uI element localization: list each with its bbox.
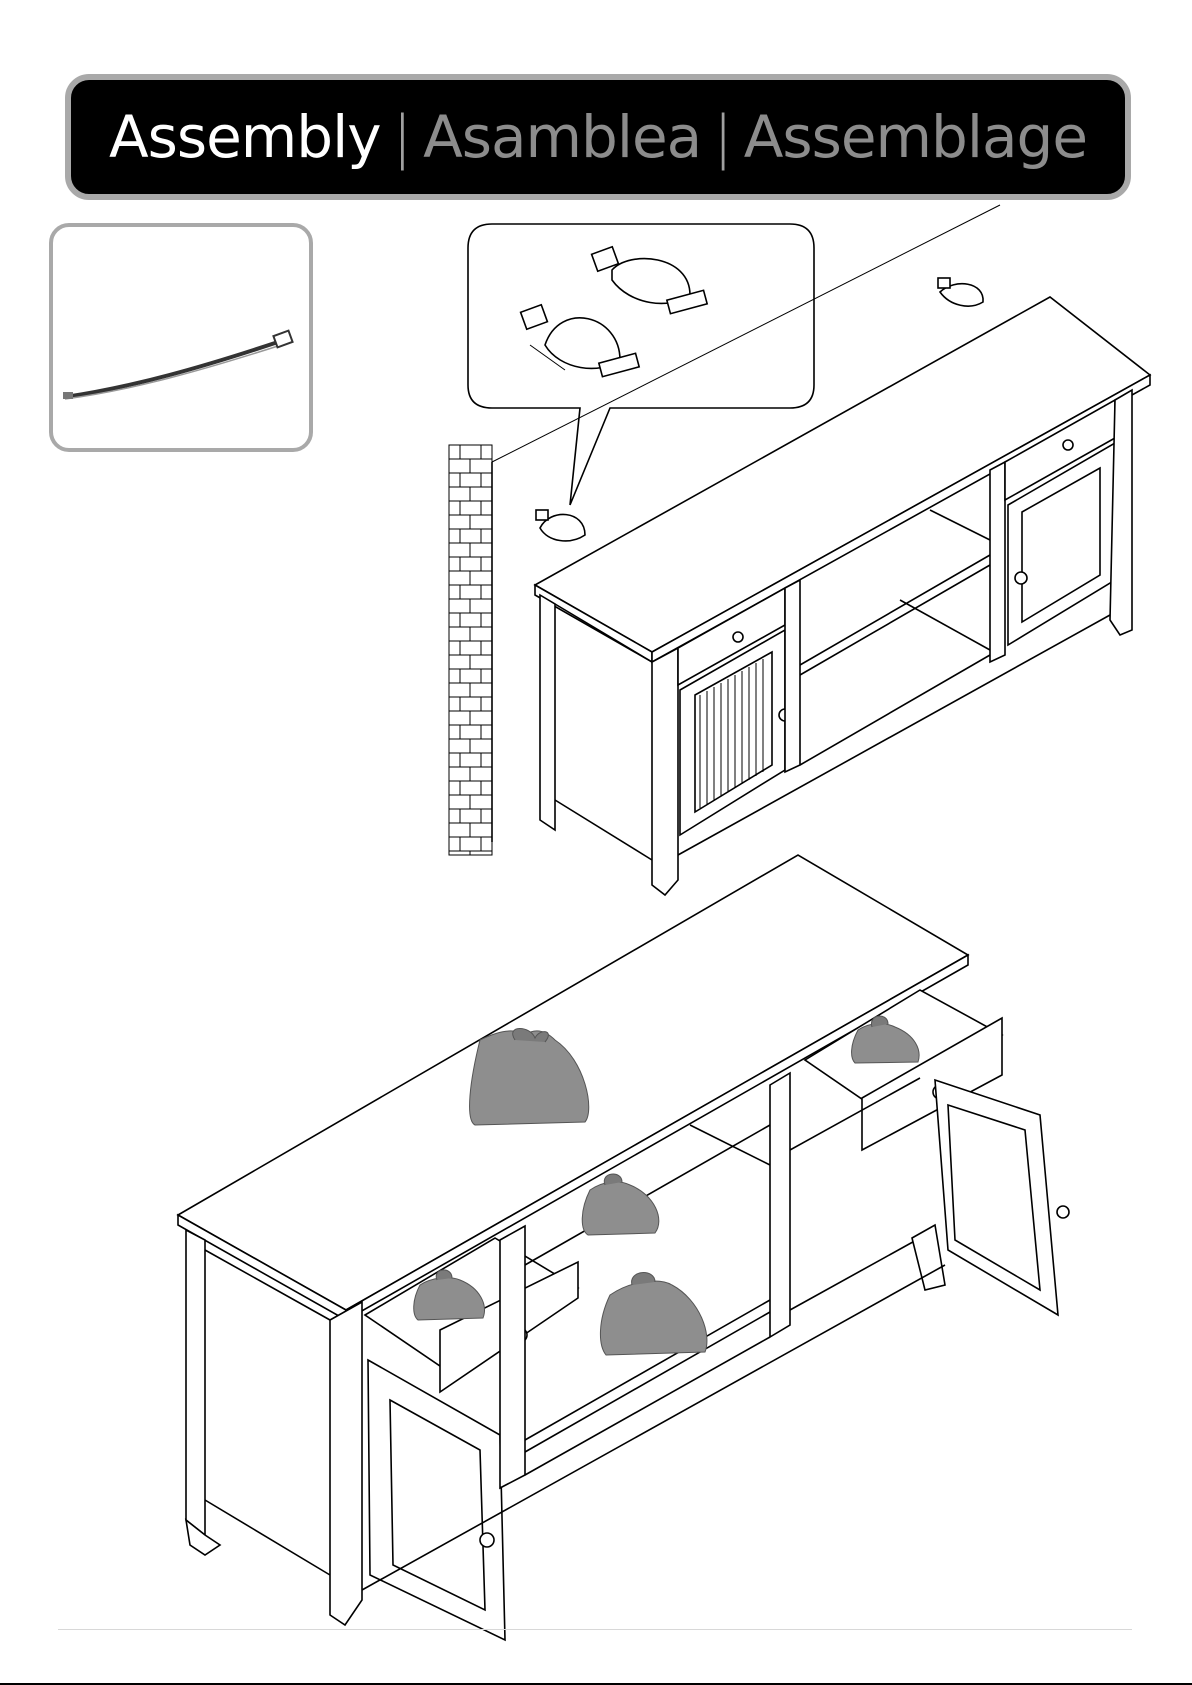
weight-bag-icon [600, 1273, 707, 1355]
weight-bag-icon [582, 1174, 659, 1235]
footer-divider [58, 1629, 1132, 1630]
